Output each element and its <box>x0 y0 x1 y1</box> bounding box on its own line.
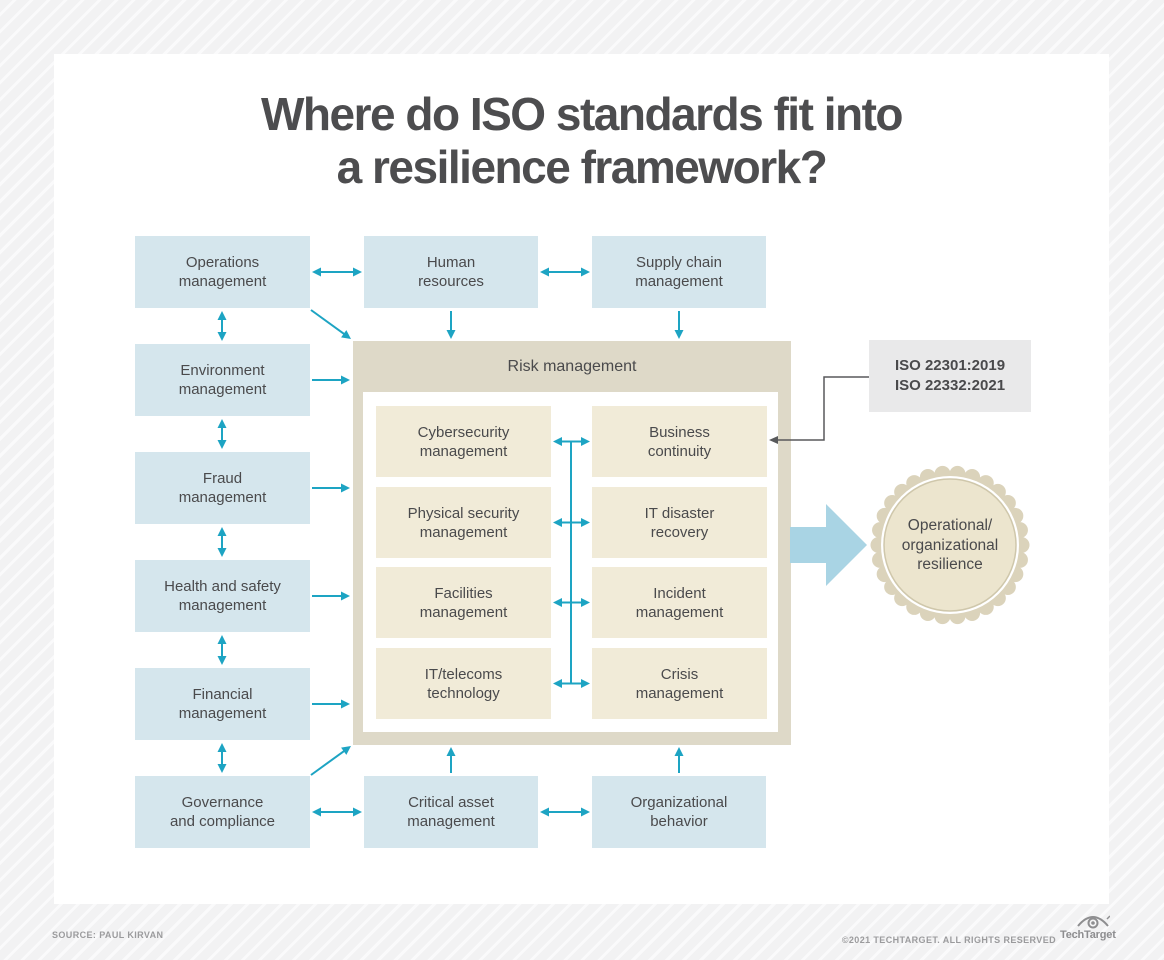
box-fraud-management: Fraud management <box>135 452 310 524</box>
box-human-resources: Human resources <box>364 236 538 308</box>
box-physical-security-management: Physical security management <box>376 487 551 558</box>
box-supply-chain-management: Supply chain management <box>592 236 766 308</box>
box-governance-compliance: Governance and compliance <box>135 776 310 848</box>
box-environment-management: Environment management <box>135 344 310 416</box>
box-organizational-behavior: Organizational behavior <box>592 776 766 848</box>
page-title: Where do ISO standards fit into a resili… <box>54 88 1109 194</box>
box-it-disaster-recovery: IT disaster recovery <box>592 487 767 558</box>
risk-management-title: Risk management <box>507 358 637 375</box>
box-business-continuity: Business continuity <box>592 406 767 477</box>
box-operations-management: Operations management <box>135 236 310 308</box>
box-financial-management: Financial management <box>135 668 310 740</box>
page-title-line2: a resilience framework? <box>336 141 828 193</box>
box-cybersecurity-management: Cybersecurity management <box>376 406 551 477</box>
box-critical-asset-management: Critical asset management <box>364 776 538 848</box>
resilience-seal-label: Operational/ organizational resilience <box>901 517 999 573</box>
box-health-safety-management: Health and safety management <box>135 560 310 632</box>
techtarget-eye-icon <box>1077 915 1110 929</box>
box-incident-management: Incident management <box>592 567 767 638</box>
box-crisis-management: Crisis management <box>592 648 767 719</box>
box-facilities-management: Facilities management <box>376 567 551 638</box>
page-title-line1: Where do ISO standards fit into <box>261 88 903 140</box>
copyright-text: ©2021 TECHTARGET. ALL RIGHTS RESERVED <box>841 935 1056 945</box>
techtarget-wordmark: TechTarget <box>1060 929 1116 941</box>
source-credit: SOURCE: PAUL KIRVAN <box>52 930 164 940</box>
iso-standards-callout: ISO 22301:2019 ISO 22332:2021 <box>869 340 1031 412</box>
box-it-telecoms-technology: IT/telecoms technology <box>376 648 551 719</box>
